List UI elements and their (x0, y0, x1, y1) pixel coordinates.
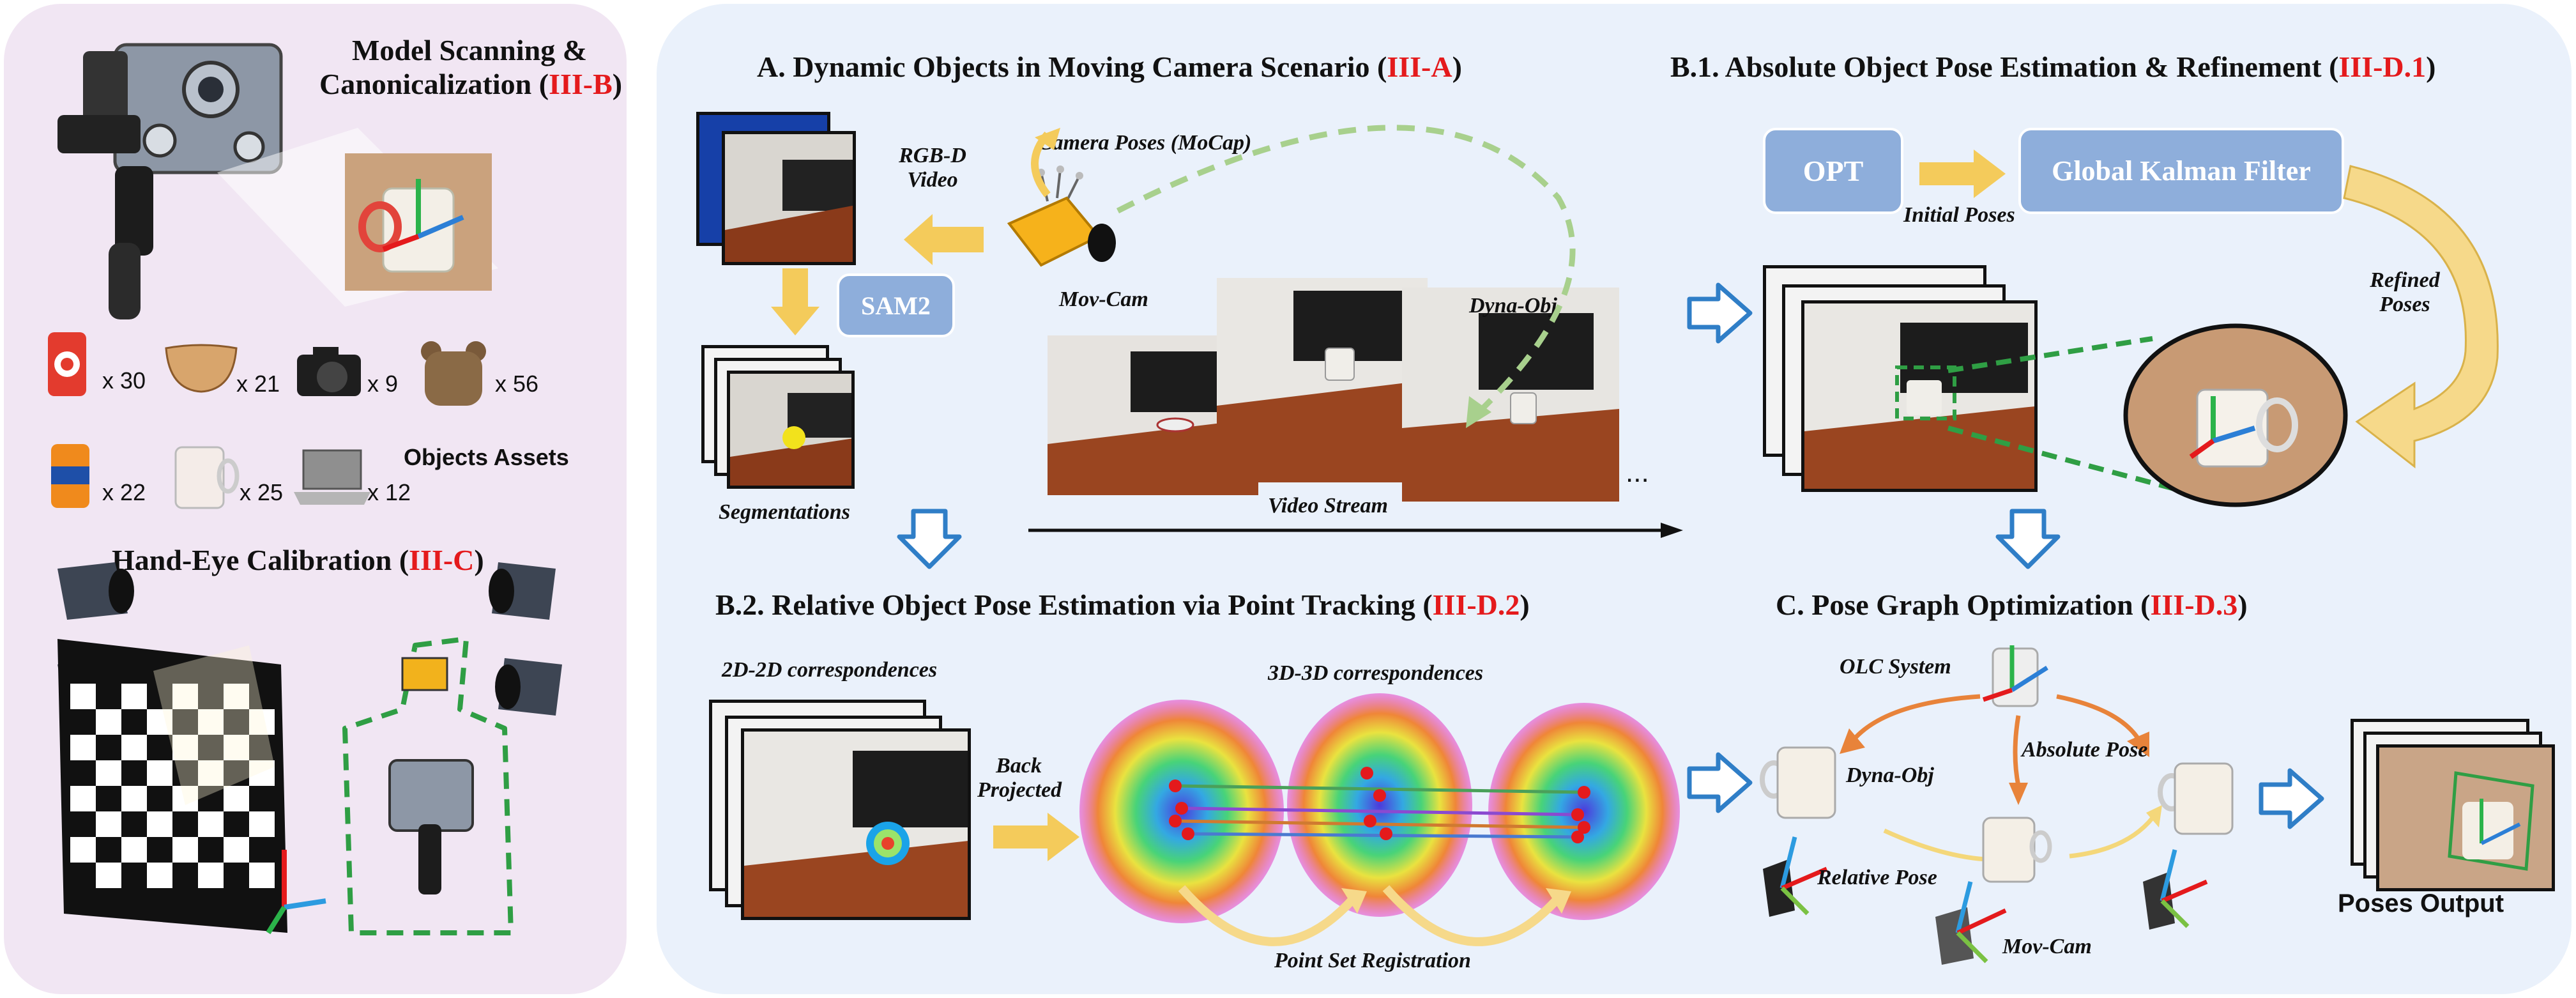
opt-box: OPT (1763, 128, 1903, 214)
dyna-obj-label: Dyna-Obj (1469, 294, 1557, 318)
segmentations-label: Segmentations (719, 500, 850, 524)
arrow-to-b2 (897, 509, 962, 569)
mug-count: x 25 (240, 479, 284, 505)
laptop-icon (294, 449, 370, 505)
c-mov-cam-label: Mov-Cam (2002, 935, 2092, 958)
section-c-title: C. Pose Graph Optimization (III-D.3) (1776, 588, 2248, 621)
camera-pose-dashed-curve (1116, 125, 1576, 428)
sam2-box: SAM2 (837, 273, 955, 337)
arrow-to-output (2259, 768, 2324, 829)
mocap-camera-icon (57, 562, 134, 620)
gimbal-highlight (342, 636, 514, 935)
relative-pose-label: Relative Pose (1817, 866, 1937, 889)
pose-graph-edges (1840, 694, 2162, 869)
camera-object-icon (297, 347, 361, 396)
objects-assets-label: Objects Assets (404, 444, 569, 470)
b1-frame (1801, 300, 2038, 492)
olc-mug-icon (1982, 645, 2048, 707)
checkerboard (57, 639, 326, 935)
arrow-to-rgbd (904, 214, 984, 265)
model-scanning-title: Model Scanning & Canonicalization (III-B… (319, 34, 623, 100)
kalman-filter-box: Global Kalman Filter (2018, 128, 2344, 214)
arrow-to-segmentation (771, 268, 819, 335)
poses-output-label: Poses Output (2338, 889, 2504, 917)
corr-3d-label: 3D-3D correspondences (1268, 661, 1484, 685)
olc-system-label: OLC System (1840, 655, 1951, 679)
bowl-count: x 21 (236, 371, 280, 397)
video-frame (1217, 278, 1428, 482)
right-mug-icon (2158, 762, 2234, 835)
cam-pose-icon (2143, 849, 2208, 930)
arrow-opt-to-kalman (1919, 150, 2006, 198)
video-frame (1402, 288, 1619, 502)
cam-pose-icon (1935, 881, 2007, 965)
laptop-count: x 12 (367, 479, 411, 505)
mug-asset-icon (174, 446, 240, 509)
mocap-camera-icon (489, 562, 556, 620)
can-count: x 30 (102, 367, 146, 394)
soda-icon (51, 444, 89, 508)
canonical-mug-image (345, 153, 492, 291)
rgbd-video-label: RGB-D Video (899, 144, 966, 192)
scanner-device-icon (57, 43, 283, 319)
point-set-registration-label: Point Set Registration (1274, 949, 1471, 972)
arrow-to-b1 (1687, 282, 1753, 344)
section-b2-title: B.2. Relative Object Pose Estimation via… (715, 588, 1530, 621)
hand-eye-title: Hand-Eye Calibration (III-C) (112, 544, 484, 576)
arrow-b2-to-c (1687, 752, 1753, 813)
corr-2d-label: 2D-2D correspondences (722, 658, 938, 682)
point-clouds (1079, 693, 1680, 923)
arrow-back-projected (993, 813, 1079, 861)
rgb-frame (722, 131, 856, 265)
output-frame (2376, 744, 2555, 891)
segmentation-frame (727, 371, 855, 489)
registration-arcs (1178, 885, 1571, 946)
section-b1-title: B.1. Absolute Object Pose Estimation & R… (1670, 50, 2436, 83)
soda-count: x 22 (102, 479, 146, 505)
mov-cam-label: Mov-Cam (1059, 288, 1148, 311)
middle-mug-icon (1982, 817, 2052, 883)
bowl-icon (165, 344, 238, 393)
b2-frame (741, 728, 971, 920)
camera-count: x 9 (367, 371, 399, 397)
bear-icon (421, 341, 486, 406)
mocap-camera-icon (495, 658, 562, 716)
refined-poses-label: Refined Poses (2370, 268, 2440, 316)
back-projected-label: Back Projected (977, 754, 1062, 802)
arrow-to-c (1995, 509, 2061, 569)
zoom-circle (2123, 323, 2348, 507)
bear-count: x 56 (495, 371, 539, 397)
refined-poses-arrow (2343, 165, 2499, 469)
can-icon (48, 332, 86, 396)
video-stream-arrow (1028, 523, 1683, 538)
ellipsis: ... (1626, 457, 1649, 488)
dyna-obj-mug-icon (1760, 746, 1836, 819)
camera-pose-arrow (1031, 128, 1060, 197)
camera-poses-label: Camera Poses (MoCap) (1038, 131, 1252, 155)
section-a-title: A. Dynamic Objects in Moving Camera Scen… (757, 50, 1462, 83)
cam-pose-icon (1763, 836, 1828, 917)
initial-poses-label: Initial Poses (1903, 203, 2015, 227)
video-stream-label: Video Stream (1268, 494, 1388, 518)
c-dyna-obj-label: Dyna-Obj (1846, 764, 1934, 787)
absolute-pose-label: Absolute Pose (2022, 738, 2148, 762)
